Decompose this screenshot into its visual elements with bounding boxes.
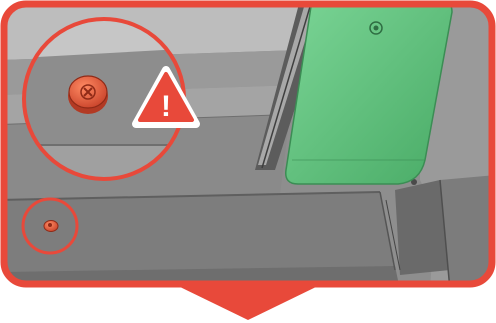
magnified-screw	[68, 76, 108, 114]
warning-symbol: !	[161, 90, 171, 123]
small-screw	[44, 221, 58, 232]
down-arrow-pointer-icon	[178, 286, 318, 320]
